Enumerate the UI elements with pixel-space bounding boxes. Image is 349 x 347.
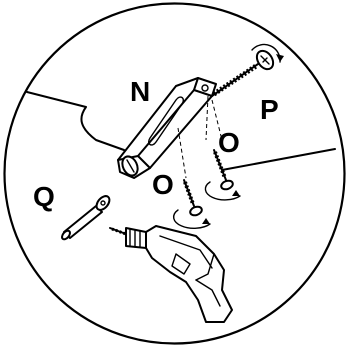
label-bolt: P xyxy=(260,94,279,125)
label-screw: O xyxy=(152,169,174,200)
label-screw: O xyxy=(218,127,240,158)
label-anchor: Q xyxy=(33,181,55,212)
detail-circle xyxy=(5,4,345,344)
label-bracket: N xyxy=(130,76,150,107)
